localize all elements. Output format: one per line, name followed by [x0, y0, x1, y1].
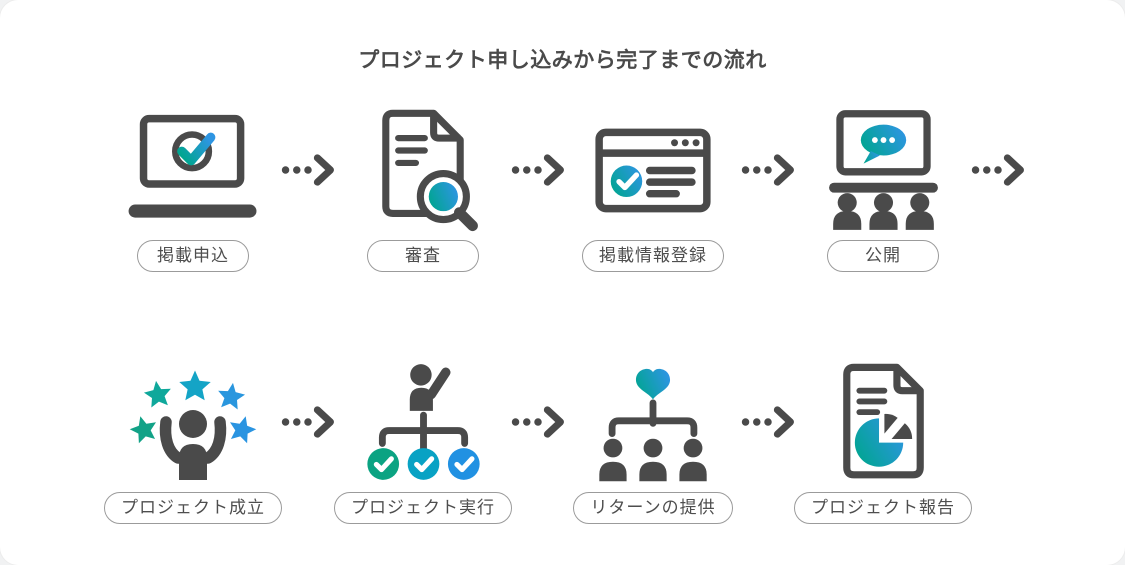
step-label: プロジェクト実行: [334, 492, 512, 524]
flow-step-execution: プロジェクト実行: [330, 356, 516, 524]
step-label: リターンの提供: [573, 492, 733, 524]
flow-step-returns: リターンの提供: [560, 356, 746, 524]
step-label: 審査: [367, 240, 479, 272]
flow-step-application: 掲載申込: [100, 104, 286, 272]
org-chart-heart-icon: [589, 356, 717, 488]
flow-step-report: プロジェクト報告: [790, 356, 976, 524]
flow-row-1: 掲載申込: [100, 104, 1125, 272]
flow-step-registration: 掲載情報登録: [560, 104, 746, 272]
step-label: プロジェクト成立: [104, 492, 282, 524]
screen-audience-icon: [820, 104, 947, 236]
flow-step-review: 審査: [330, 104, 516, 272]
flow-arrow-icon: [281, 356, 334, 488]
cheering-person-stars-icon: [118, 356, 268, 488]
document-magnifier-icon: [361, 104, 485, 236]
flow-step-established: プロジェクト成立: [100, 356, 286, 524]
flow-arrow-icon: [971, 104, 1024, 236]
org-chart-checks-icon: [359, 356, 488, 488]
flow-arrow-icon: [511, 356, 564, 488]
step-label: 掲載申込: [137, 240, 249, 272]
report-piechart-icon: [825, 356, 942, 488]
flow-row-2: プロジェクト成立: [100, 356, 1125, 524]
flow-step-publish: 公開: [790, 104, 976, 272]
flow-arrow-icon: [741, 356, 794, 488]
browser-register-icon: [595, 104, 711, 236]
step-label: 公開: [827, 240, 939, 272]
step-label: プロジェクト報告: [794, 492, 972, 524]
step-label: 掲載情報登録: [582, 240, 724, 272]
flow-arrow-icon: [511, 104, 564, 236]
page-title: プロジェクト申し込みから完了までの流れ: [358, 49, 767, 72]
laptop-check-icon: [123, 104, 263, 236]
flow-arrow-icon: [741, 104, 794, 236]
flow-rows: 掲載申込: [100, 104, 1125, 524]
flow-arrow-icon: [281, 104, 334, 236]
